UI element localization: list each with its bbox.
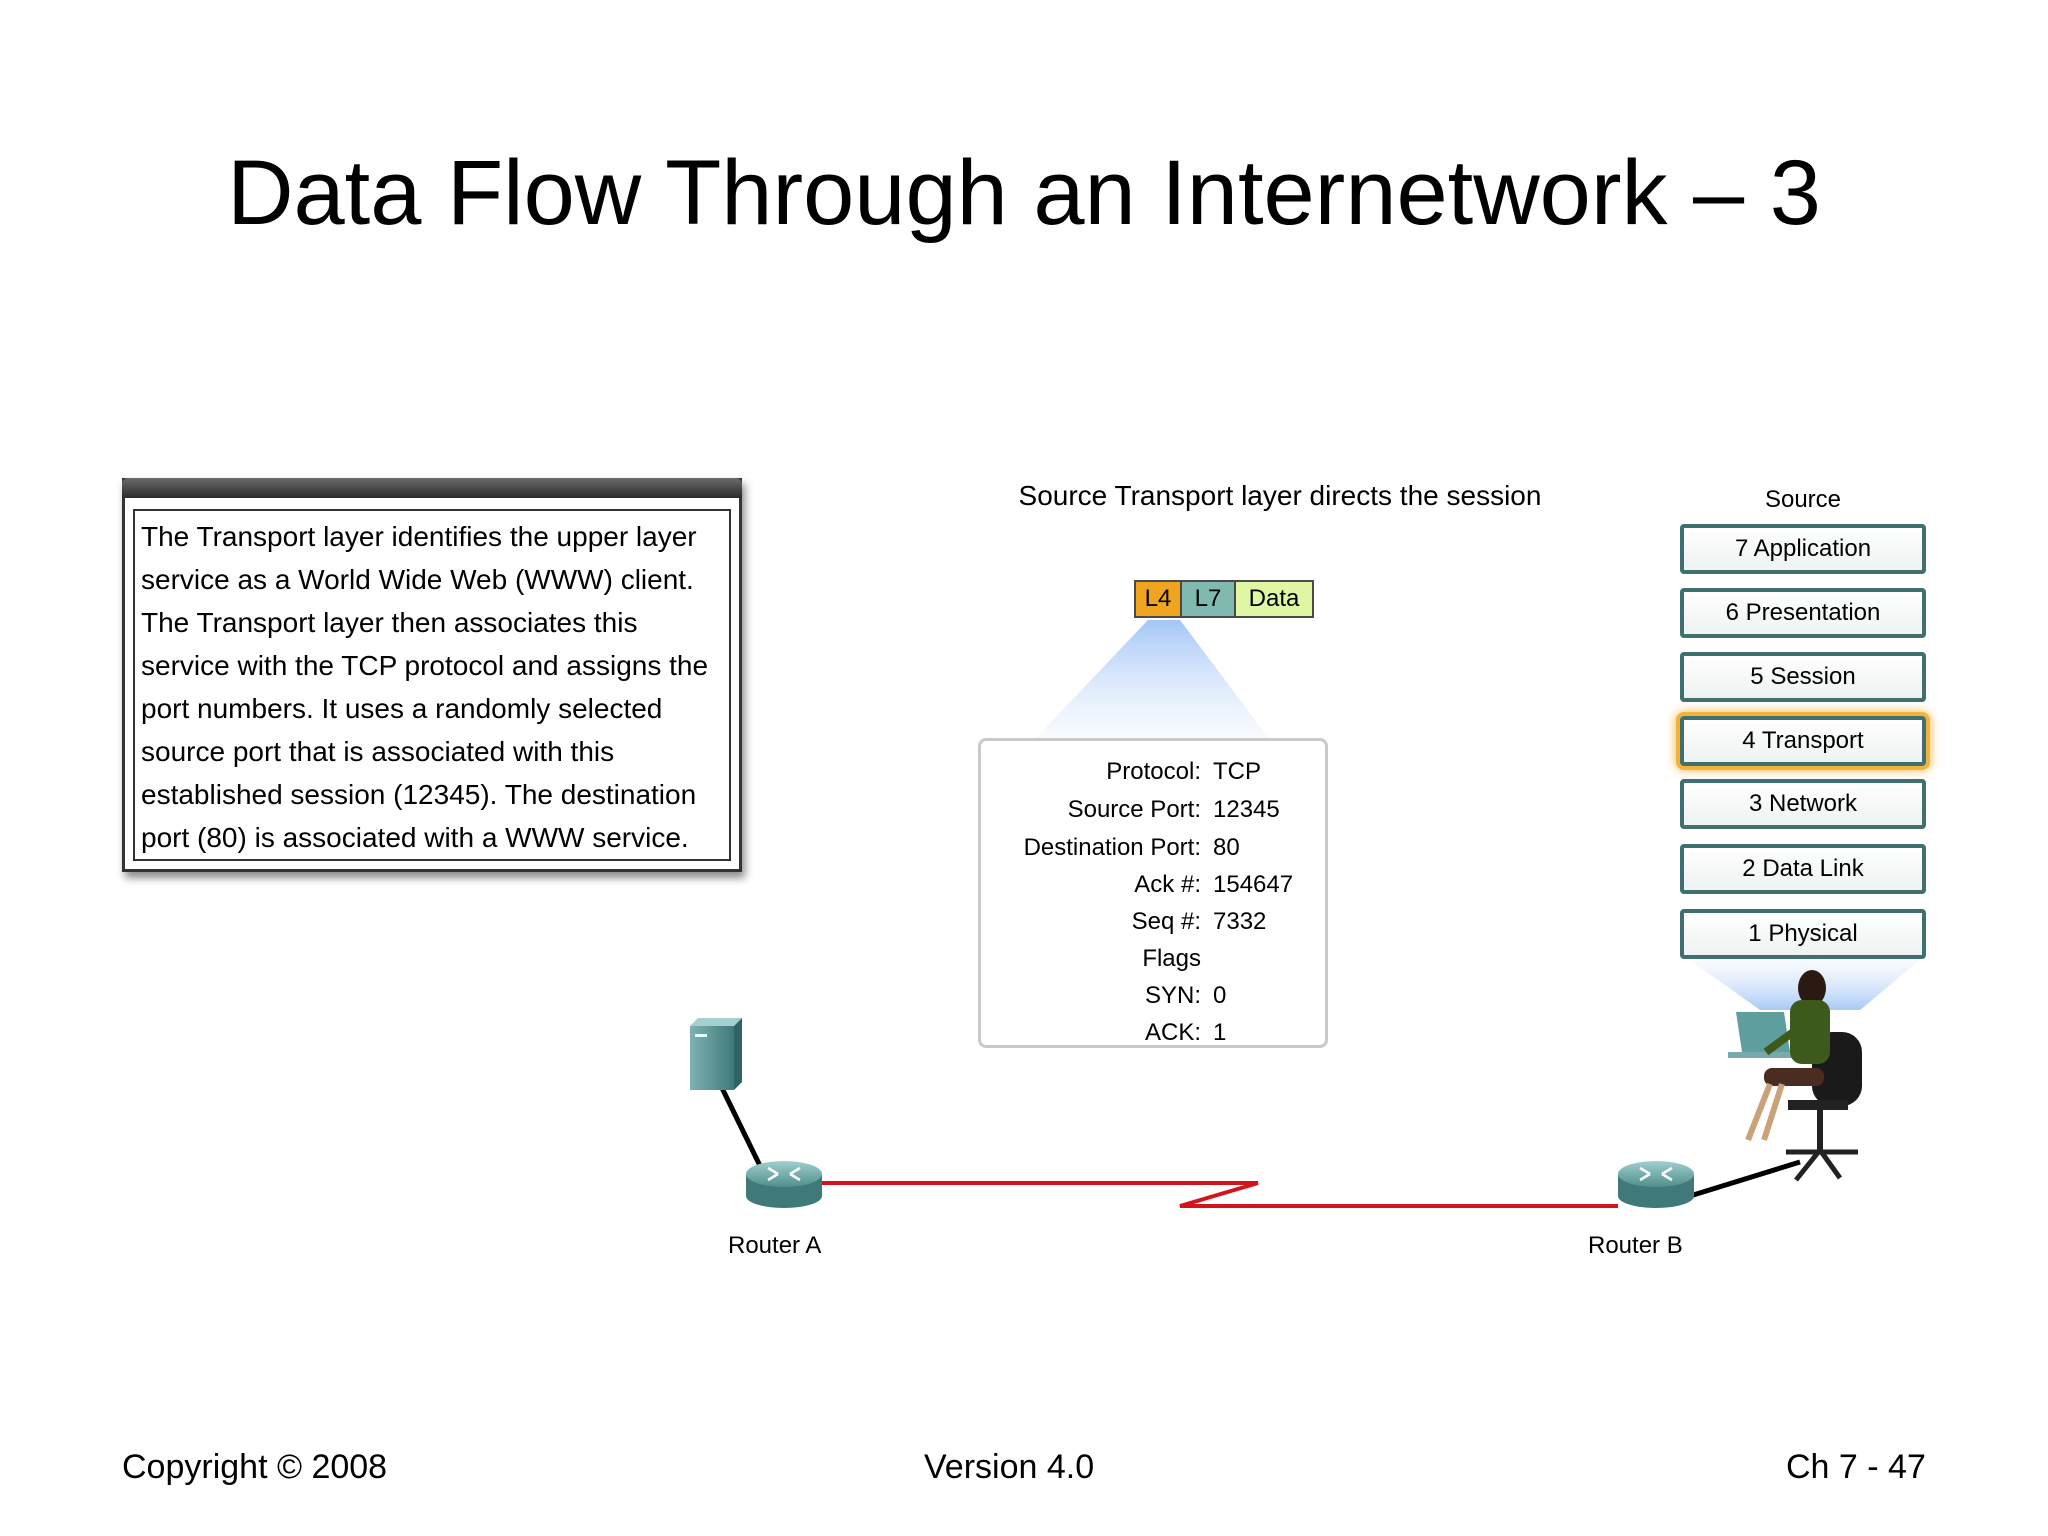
layer-transport: 4 Transport — [1680, 716, 1926, 766]
layer-application: 7 Application — [1680, 524, 1926, 574]
info-row-ack: ACK: 1 — [981, 1016, 1331, 1050]
slide-title: Data Flow Through an Internetwork – 3 — [227, 142, 1821, 244]
user-at-computer-icon — [1728, 970, 1862, 1182]
info-row-seq-number: Seq #: 7332 — [981, 905, 1331, 939]
footer-page-number: Ch 7 - 47 — [1786, 1448, 1926, 1486]
info-value: 80 — [1213, 834, 1240, 861]
beam-header — [1034, 620, 1270, 740]
stack-title: Source — [1764, 486, 1842, 513]
header-l4: L4 — [1134, 580, 1182, 618]
info-key: Destination Port: — [1023, 834, 1201, 861]
info-key: Seq #: — [1131, 908, 1201, 935]
description-line: The Transport layer identifies the upper… — [141, 521, 697, 552]
layer-network: 3 Network — [1680, 779, 1926, 829]
description-line: The Transport layer then associates this — [141, 607, 638, 638]
info-key: Protocol: — [1106, 758, 1201, 785]
info-row-syn: SYN: 0 — [981, 979, 1331, 1013]
layer-presentation: 6 Presentation — [1680, 588, 1926, 638]
info-key: Ack #: — [1134, 871, 1201, 898]
info-row-destination-port: Destination Port: 80 — [981, 831, 1331, 865]
info-value: 1 — [1213, 1019, 1227, 1046]
info-key: Source Port: — [1067, 796, 1201, 823]
info-value: 7332 — [1213, 908, 1267, 935]
description-line: source port that is associated with this — [141, 736, 615, 767]
router-b-label: Router B — [1588, 1232, 1683, 1259]
info-value: 154647 — [1213, 871, 1294, 898]
info-value: 0 — [1213, 982, 1227, 1009]
layer-data-link: 2 Data Link — [1680, 844, 1926, 894]
router-b-icon — [1618, 1161, 1694, 1208]
info-row-source-port: Source Port: 12345 — [981, 793, 1331, 827]
header-data: Data — [1234, 580, 1314, 618]
description-line: service as a World Wide Web (WWW) client… — [141, 564, 694, 595]
diagram-caption: Source Transport layer directs the sessi… — [1018, 480, 1542, 511]
segment-info-box: Protocol: TCP Source Port: 12345 Destina… — [978, 738, 1328, 1048]
server-icon — [690, 1018, 742, 1090]
info-row-ack-number: Ack #: 154647 — [981, 868, 1331, 902]
footer-version: Version 4.0 — [924, 1448, 1095, 1486]
layer-physical: 1 Physical — [1680, 909, 1926, 959]
info-row-protocol: Protocol: TCP — [981, 755, 1331, 789]
user-link — [1689, 1159, 1801, 1199]
info-value: 12345 — [1213, 796, 1280, 823]
info-key: SYN: — [1144, 982, 1201, 1009]
info-key: ACK: — [1144, 1019, 1201, 1046]
info-key: Flags — [1142, 945, 1201, 972]
description-line: port (80) is associated with a WWW servi… — [141, 822, 689, 853]
description-line: service with the TCP protocol and assign… — [141, 650, 709, 681]
panel-titlebar — [122, 478, 742, 498]
header-l7: L7 — [1180, 580, 1236, 618]
layer-session: 5 Session — [1680, 652, 1926, 702]
description-line: established session (12345). The destina… — [141, 779, 697, 810]
footer-copyright: Copyright © 2008 — [122, 1448, 388, 1486]
server-link — [719, 1086, 767, 1176]
router-a-label: Router A — [728, 1232, 822, 1259]
router-a-icon — [746, 1161, 822, 1208]
description-line: port numbers. It uses a randomly selecte… — [141, 693, 663, 724]
description-panel: The Transport layer identifies the upper… — [122, 478, 742, 872]
description-text: The Transport layer identifies the upper… — [133, 509, 731, 861]
info-row-flags: Flags — [981, 942, 1331, 976]
serial-link — [818, 1181, 1618, 1208]
info-value: TCP — [1213, 758, 1261, 785]
